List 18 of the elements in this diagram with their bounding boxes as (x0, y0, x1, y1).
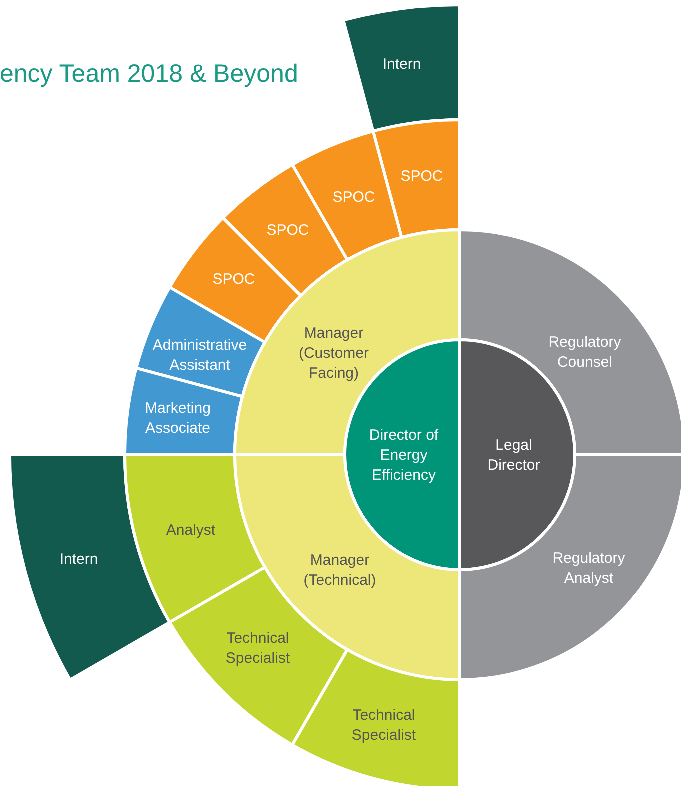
role-label: Technical Specialist (224, 629, 292, 669)
role-label: Director of Energy Efficiency (368, 426, 440, 486)
role-label: Marketing Associate (144, 399, 212, 439)
role-label: SPOC (332, 188, 376, 208)
role-label: Manager (Technical) (302, 551, 378, 591)
role-label: SPOC (400, 167, 444, 187)
role-label: Technical Specialist (350, 706, 418, 746)
chart-title: ency Team 2018 & Beyond (0, 60, 298, 89)
role-label: Legal Director (486, 436, 542, 476)
role-label: Regulatory Analyst (552, 549, 626, 589)
role-label: SPOC (212, 270, 256, 290)
role-label: SPOC (266, 221, 310, 241)
role-label: Intern (60, 550, 98, 570)
role-label: Manager (Customer Facing) (298, 324, 370, 384)
role-label: Regulatory Counsel (548, 333, 622, 373)
role-label: Administrative Assistant (152, 336, 248, 376)
role-label: Intern (382, 55, 422, 75)
role-label: Analyst (166, 521, 216, 541)
